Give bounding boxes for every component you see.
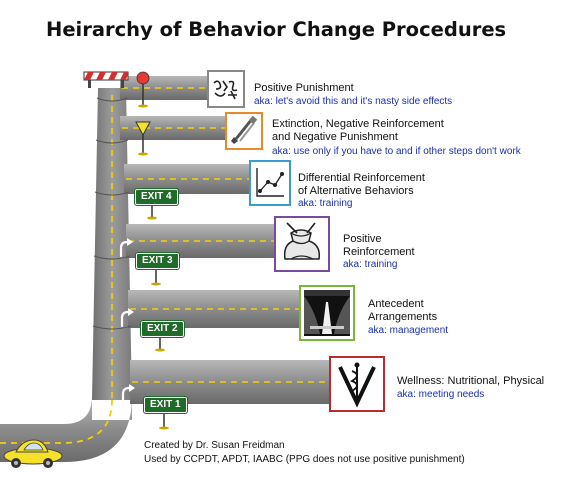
step-positive-punishment-aka: aka: let's avoid this and it's nasty sid… (254, 96, 453, 107)
caduceus-icon (338, 362, 376, 408)
yield-sign (135, 121, 151, 156)
stop-sign (136, 71, 150, 108)
road-barrier (83, 71, 129, 88)
page-title: Heirarchy of Behavior Change Procedures (46, 18, 507, 41)
step-extinction-label-line2: and Negative Punishment (272, 131, 398, 143)
step-antecedent-aka: aka: management (368, 325, 449, 336)
step-positive-punishment-label: Positive Punishment (254, 82, 354, 94)
exit-sign-1: EXIT 1 (143, 396, 188, 414)
exit-sign-2: EXIT 2 (140, 320, 185, 338)
wellness-icon-box (329, 356, 385, 412)
step-positive-reinforcement-label-line2: Reinforcement (343, 246, 415, 258)
car-icon (3, 439, 63, 468)
branch-roads (120, 76, 334, 404)
step-extinction-aka: aka: use only if you have to and if othe… (272, 146, 521, 157)
exit-sign-3: EXIT 3 (135, 252, 180, 270)
credit-author: Created by Dr. Susan Freidman (144, 440, 285, 451)
step-wellness-aka: aka: meeting needs (397, 389, 485, 400)
step-extinction-label-line1: Extinction, Negative Reinforcement (272, 118, 444, 130)
step-dra-label-line1: Differential Reinforcement (298, 172, 425, 184)
line-graph-icon (256, 168, 284, 197)
positive-reinforcement-icon-box (274, 216, 330, 272)
dra-icon-box (249, 160, 291, 206)
step-positive-reinforcement-label-line1: Positive (343, 233, 382, 245)
bag-icon (283, 222, 321, 260)
exit-sign-4: EXIT 4 (134, 188, 179, 206)
credit-usage: Used by CCPDT, APDT, IAABC (PPG does not… (144, 454, 465, 465)
step-antecedent-label-line1: Antecedent (368, 298, 424, 310)
extinction-icon-box (225, 112, 263, 150)
step-positive-reinforcement-aka: aka: training (343, 259, 398, 270)
stage-icon (304, 290, 350, 336)
antecedent-icon-box (299, 285, 355, 341)
positive-punishment-icon-box (207, 70, 245, 108)
scribble-icon (213, 80, 238, 100)
step-wellness-label: Wellness: Nutritional, Physical (397, 375, 545, 387)
step-dra-aka: aka: training (298, 198, 353, 209)
step-antecedent-label-line2: Arrangements (368, 311, 438, 323)
tools-icon (231, 115, 258, 144)
step-dra-label-line2: of Alternative Behaviors (298, 185, 414, 197)
